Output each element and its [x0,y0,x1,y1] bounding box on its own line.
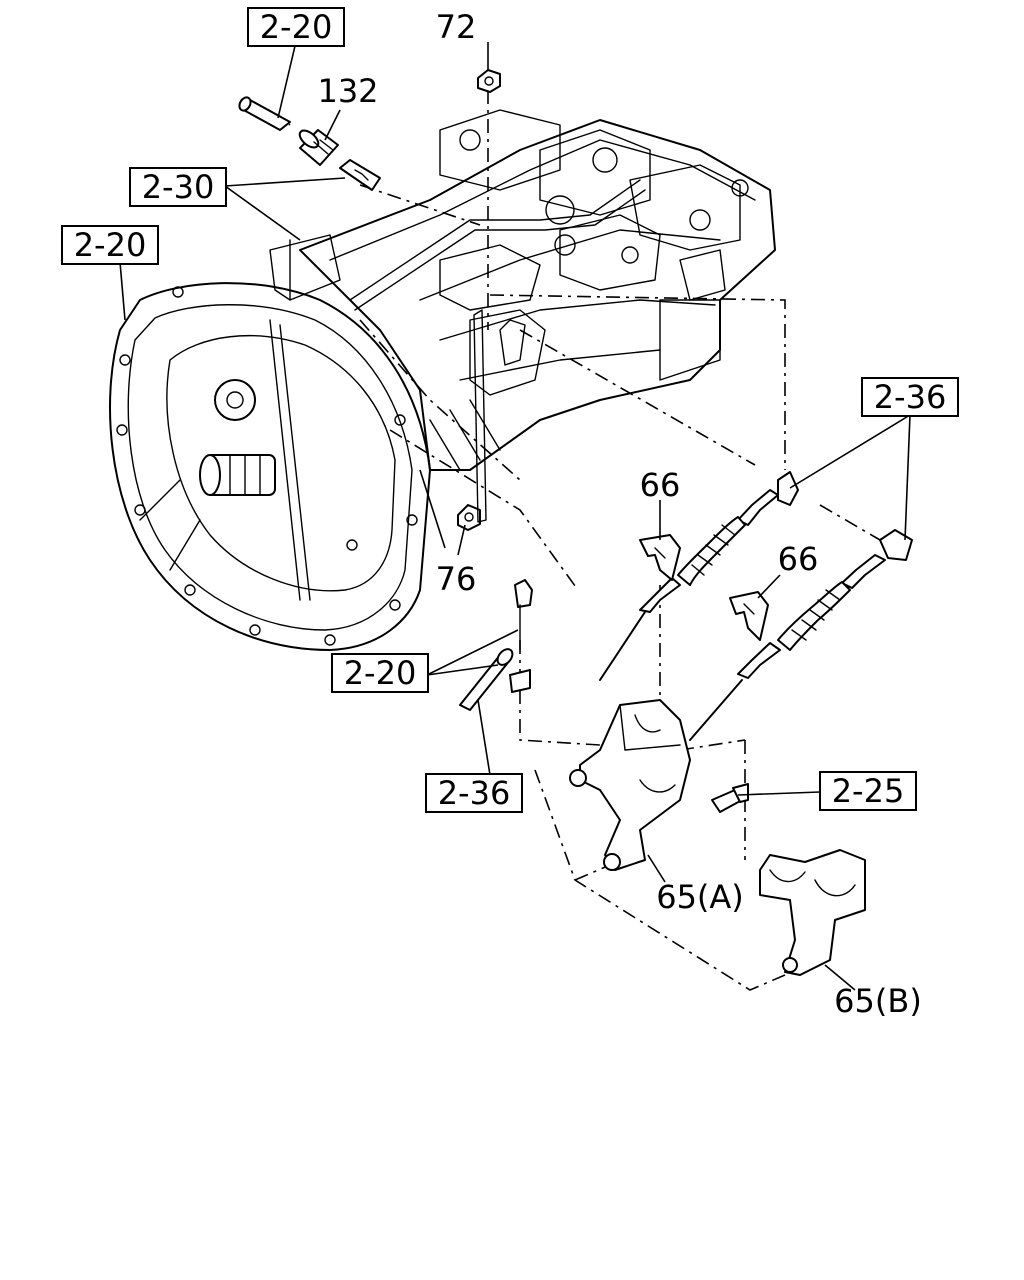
pin-part-lower [459,648,531,711]
callout-text: 2-30 [142,168,215,206]
callout-2-20-bottom: 2-20 [331,653,429,693]
callout-65b: 65(B) [834,982,922,1020]
callout-2-20-left: 2-20 [61,225,159,265]
callout-2-25: 2-25 [819,771,917,811]
callout-66-left: 66 [640,466,681,504]
cable-end-fitting [777,471,913,561]
bracket-65a [569,699,691,871]
callout-65a: 65(A) [656,878,744,916]
callout-text: 2-36 [438,774,511,812]
callout-2-36-right: 2-36 [861,377,959,417]
fitting-part [339,159,381,191]
callout-text: 2-36 [874,378,947,416]
nut-part-72 [477,69,501,93]
pin-part [238,96,291,131]
bolt-part [514,579,533,651]
callout-text: 2-20 [260,8,333,46]
cable-clip-66-right [729,591,769,641]
shift-cable-lower [689,554,886,741]
bushing-part [298,129,339,166]
callout-text: 2-20 [344,654,417,692]
nut-part-76 [457,309,487,531]
leader-lines [119,42,911,991]
callout-2-30: 2-30 [129,167,227,207]
cable-clip-66-left [639,534,681,581]
callout-text: 2-20 [74,226,147,264]
bracket-65b [759,849,866,976]
callout-2-36-bottom: 2-36 [425,773,523,813]
shift-cable-upper [599,489,779,681]
callout-66-right: 66 [778,540,819,578]
callout-76: 76 [436,560,477,598]
callout-2-20-top: 2-20 [247,7,345,47]
bolt-part-2-25 [711,783,749,813]
callout-text: 2-25 [832,772,905,810]
transmission-housing [109,109,776,651]
callout-132: 132 [317,72,378,110]
callout-72: 72 [436,8,477,46]
